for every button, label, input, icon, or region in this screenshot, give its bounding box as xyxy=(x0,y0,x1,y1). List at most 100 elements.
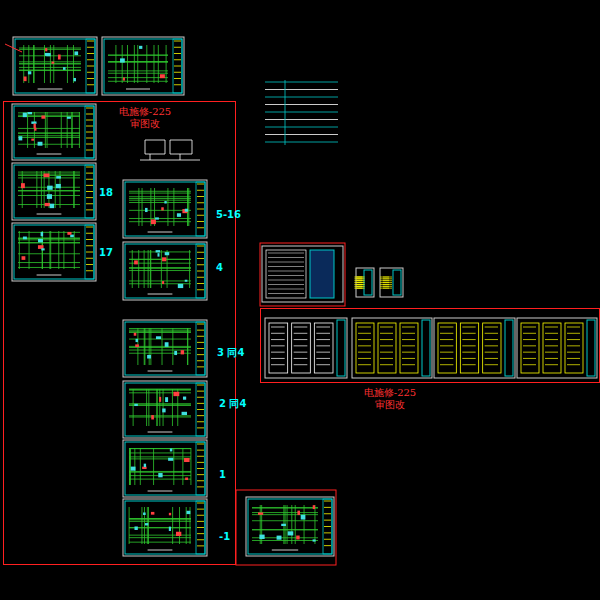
plan-wall xyxy=(138,250,139,288)
plan-wall xyxy=(189,250,190,288)
title-line xyxy=(87,66,94,67)
table-line xyxy=(265,104,338,105)
schematic-line xyxy=(402,364,415,365)
title-line xyxy=(86,144,93,145)
title-strip xyxy=(196,501,205,554)
sheet-border xyxy=(15,39,95,93)
sheet-frame xyxy=(123,320,207,377)
schematic-line xyxy=(358,327,371,328)
title-line xyxy=(86,167,93,168)
sheet-frame xyxy=(123,180,207,238)
plan-wall xyxy=(27,112,28,148)
plan-wall xyxy=(108,61,168,62)
plan-wall xyxy=(61,112,62,148)
title-line xyxy=(197,277,204,278)
schematic-line xyxy=(523,352,536,353)
device-symbol xyxy=(159,397,161,402)
schematic-line xyxy=(271,358,285,359)
plan-wall xyxy=(108,55,168,56)
plan-wall xyxy=(129,270,191,271)
title-line xyxy=(197,545,204,546)
title-strip xyxy=(422,320,430,376)
plan-wall xyxy=(129,389,191,390)
title-line xyxy=(174,84,181,85)
plan-wall xyxy=(129,472,191,473)
title-line xyxy=(197,366,204,367)
title-line xyxy=(174,53,181,54)
plan-wall xyxy=(55,171,56,208)
title-line xyxy=(86,179,93,180)
title-strip xyxy=(196,244,205,298)
schematic-line xyxy=(294,339,308,340)
title-line xyxy=(197,283,204,284)
device-symbol xyxy=(168,458,173,461)
device-symbol xyxy=(31,139,34,141)
schematic-line xyxy=(386,286,392,287)
title-line xyxy=(197,444,204,445)
note-line xyxy=(268,262,304,263)
revision-box: 电施修-225 审图改 xyxy=(3,101,236,565)
sheet-frame xyxy=(12,223,96,281)
plan-wall xyxy=(252,540,318,541)
title-line xyxy=(86,150,93,151)
title-line xyxy=(86,239,93,240)
sheet-caption-line xyxy=(37,154,62,155)
title-strip xyxy=(196,383,205,436)
plan-wall xyxy=(163,389,164,426)
schematic-box xyxy=(292,323,311,373)
plan-wall xyxy=(129,448,130,485)
title-line xyxy=(197,342,204,343)
device-symbol xyxy=(134,526,137,530)
title-line xyxy=(197,391,204,392)
title-line xyxy=(86,114,93,115)
device-symbol xyxy=(145,523,148,525)
device-symbol xyxy=(145,208,148,212)
sheet-border xyxy=(104,39,182,93)
device-symbol xyxy=(70,235,74,238)
plan-wall xyxy=(129,198,191,199)
device-symbol xyxy=(183,397,186,400)
sheet-frame xyxy=(12,104,96,160)
schematic-line xyxy=(462,364,475,365)
title-line xyxy=(197,480,204,481)
plan-wall xyxy=(129,332,191,333)
schematic-line xyxy=(380,333,393,334)
plan-wall xyxy=(129,452,191,453)
schematic-line xyxy=(485,339,498,340)
schematic-line xyxy=(440,358,453,359)
device-symbol xyxy=(158,473,162,477)
schematic-line xyxy=(485,364,498,365)
title-line xyxy=(197,227,204,228)
table-line xyxy=(265,127,338,128)
title-line xyxy=(324,501,331,502)
schematic-line xyxy=(402,358,415,359)
title-line xyxy=(86,191,93,192)
title-line xyxy=(197,539,204,540)
schematic-box xyxy=(460,323,478,373)
plan-wall xyxy=(187,328,188,365)
device-symbol xyxy=(186,511,190,514)
floor-number: -1 xyxy=(219,531,230,543)
device-symbol xyxy=(28,71,31,74)
schematic-line xyxy=(485,333,498,334)
note-line xyxy=(268,293,304,294)
plan-wall xyxy=(150,250,151,288)
schematic-line xyxy=(271,339,285,340)
device-symbol xyxy=(134,260,138,264)
title-line xyxy=(197,503,204,504)
plan-wall xyxy=(129,507,130,544)
plan-wall xyxy=(19,47,81,48)
title-line xyxy=(86,245,93,246)
plan-wall xyxy=(130,448,131,485)
plan-wall xyxy=(19,67,81,68)
plan-wall xyxy=(179,507,180,544)
device-symbol xyxy=(22,256,26,260)
riser-sketch xyxy=(140,140,200,160)
title-line xyxy=(197,462,204,463)
title-line xyxy=(197,221,204,222)
schematic-line xyxy=(271,352,285,353)
sheet-border xyxy=(125,322,205,375)
device-symbol xyxy=(45,48,47,51)
plan-wall xyxy=(58,231,59,269)
plan-wall xyxy=(129,202,191,203)
